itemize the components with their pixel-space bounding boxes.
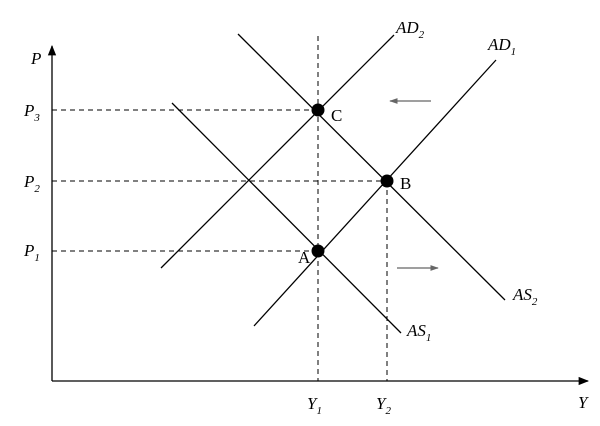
y2-label: Y2 xyxy=(376,394,391,417)
as1-label: AS1 xyxy=(406,321,431,344)
as1-curve xyxy=(171,102,402,334)
y-axis-label: P xyxy=(30,49,41,68)
p3-label: P3 xyxy=(23,101,40,124)
point-b-dot xyxy=(380,174,394,188)
x-axis-label: Y xyxy=(578,393,589,412)
ad1-curve xyxy=(253,59,497,327)
point-b-label: B xyxy=(400,174,411,193)
p2-label: P2 xyxy=(23,172,40,195)
as2-curve xyxy=(237,33,506,301)
ad2-curve xyxy=(160,34,395,269)
as2-label: AS2 xyxy=(512,285,538,308)
point-c-dot xyxy=(311,103,325,117)
p1-label: P1 xyxy=(23,241,40,264)
ad1-label: AD1 xyxy=(487,35,516,58)
ad2-label: AD2 xyxy=(395,18,425,41)
point-c-label: C xyxy=(331,106,342,125)
point-a-label: A xyxy=(298,248,311,267)
point-a-dot xyxy=(311,244,325,258)
y1-label: Y1 xyxy=(307,394,322,417)
